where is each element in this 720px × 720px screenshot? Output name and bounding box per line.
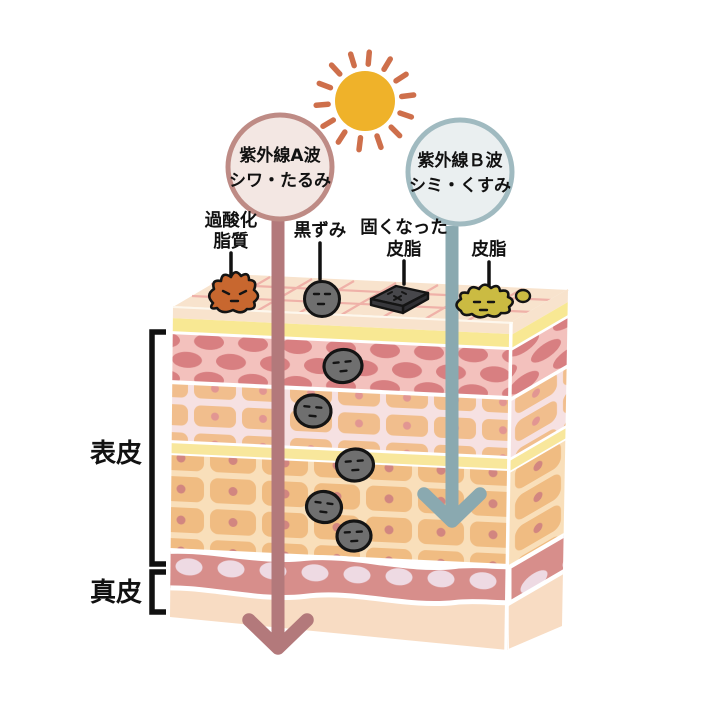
- peroxidized-lipid-blob: [207, 270, 260, 314]
- dermis-bracket: [149, 569, 166, 615]
- darkening-label: 黒ずみ: [294, 221, 347, 241]
- surface-labels: 過酸化 脂質 黒ずみ 固くなった 皮脂 皮脂: [205, 210, 507, 289]
- falling-blobs: [293, 347, 376, 553]
- darkening-face: [312, 292, 332, 306]
- layer-annotations: 表皮 真皮: [90, 329, 166, 615]
- dermis-label: 真皮: [90, 578, 142, 608]
- peroxidized-lipid-label-line2: 脂質: [214, 231, 249, 252]
- melanin-blob: [334, 447, 376, 483]
- uvb-bubble: 紫外線Ｂ波 シミ・くすみ: [405, 117, 515, 227]
- uva-title: 紫外線А波: [239, 145, 321, 166]
- uva-bubble: 紫外線А波 シワ・たるみ: [225, 112, 335, 222]
- sun-rays: [313, 49, 417, 153]
- hardened-sebum-face: [387, 291, 407, 301]
- peroxidized-lipid-label-line1: 過酸化: [205, 210, 258, 231]
- uvb-title: 紫外線Ｂ波: [418, 150, 504, 171]
- sun-icon: [313, 49, 417, 153]
- skin-block: [170, 274, 569, 651]
- melanin-blob: [304, 489, 344, 525]
- uvb-arrow: [417, 226, 487, 528]
- uva-arrowhead-icon: [242, 613, 314, 655]
- layer-basal-membrane: [170, 548, 513, 607]
- melanin-blob: [322, 347, 364, 385]
- hardened-sebum-label-line2: 皮脂: [387, 239, 422, 260]
- sebum-label: 皮脂: [472, 239, 507, 260]
- epidermis-label: 表皮: [90, 439, 142, 469]
- sebum-face: [472, 300, 496, 312]
- melanin-blob: [293, 393, 333, 429]
- sebum-satellite: [514, 288, 532, 304]
- uvb-arrowhead-icon: [417, 487, 487, 528]
- uvb-effect: シミ・くすみ: [409, 176, 511, 196]
- peroxidized-lipid-face: [221, 289, 248, 303]
- melanin-blob: [335, 519, 373, 553]
- epidermis-bracket: [149, 329, 166, 567]
- skin-front-face: [170, 306, 513, 650]
- uva-effect: シワ・たるみ: [229, 171, 331, 191]
- sebum-blob: [455, 283, 532, 319]
- darkening-blob: [303, 280, 341, 318]
- uva-arrow: [242, 219, 314, 655]
- face-edge-line: [504, 321, 513, 651]
- skin-side-face: [506, 289, 568, 650]
- hardened-sebum-plate: [369, 284, 430, 315]
- layer-spinous-upper: [170, 383, 513, 457]
- sun-body: [335, 71, 395, 131]
- hardened-sebum-label-line1: 固くなった: [360, 218, 448, 238]
- layer-lucidum: [170, 317, 513, 348]
